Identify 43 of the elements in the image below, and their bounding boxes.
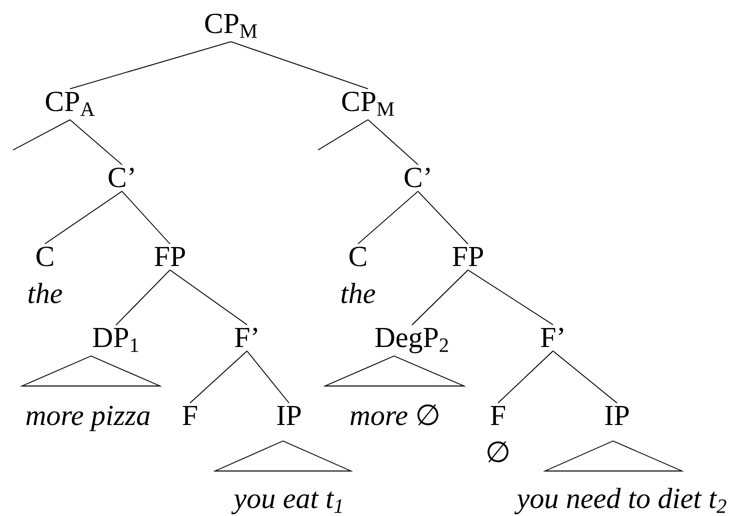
word-label: the <box>342 282 376 304</box>
branch-line <box>70 119 122 166</box>
category-label: F <box>182 406 198 425</box>
node-label: more ∅ <box>350 404 438 426</box>
category-label: CP$_{A}$ <box>46 92 95 116</box>
branch-line <box>230 41 368 90</box>
branch-line <box>368 119 418 166</box>
branch-line <box>358 190 418 244</box>
phrase-triangle: you need to diet t$_{2}$ <box>514 440 726 514</box>
node-label: you need to diet t$_{2}$ <box>514 488 726 514</box>
branch-line <box>122 190 170 244</box>
branch-line <box>116 270 170 326</box>
category-label: F’ <box>234 328 258 347</box>
category-label: IP <box>277 406 301 425</box>
category-label: C’ <box>404 168 430 188</box>
branch-line <box>170 270 248 326</box>
word-label: ∅ <box>488 441 508 462</box>
category-label: F’ <box>540 328 564 347</box>
branch-line <box>190 350 248 404</box>
branch-line <box>44 190 122 244</box>
node-label: more pizza <box>26 406 150 432</box>
category-label: FP <box>154 247 185 266</box>
category-label: CP$_{M}$ <box>342 92 394 116</box>
category-label: F <box>490 406 506 425</box>
branch-line <box>318 119 368 150</box>
branch-line <box>412 270 468 326</box>
branch-line <box>498 350 554 404</box>
category-label: C’ <box>108 168 134 188</box>
category-label: C <box>36 246 54 266</box>
category-label: C <box>350 246 366 266</box>
branch-line <box>70 41 232 90</box>
branch-line <box>418 190 468 244</box>
category-label: FP <box>452 247 483 266</box>
branch-line <box>468 270 554 326</box>
word-label: the <box>28 282 62 304</box>
branch-line <box>12 119 70 150</box>
category-label: DP$_{1}$ <box>92 328 138 352</box>
node-label: you eat t$_{1}$ <box>231 492 342 514</box>
category-label: CP$_{M}$ <box>205 14 257 38</box>
category-label: IP <box>605 406 629 425</box>
branch-line <box>552 350 618 404</box>
category-label: DegP$_{2}$ <box>375 328 448 354</box>
branch-line <box>246 350 290 404</box>
